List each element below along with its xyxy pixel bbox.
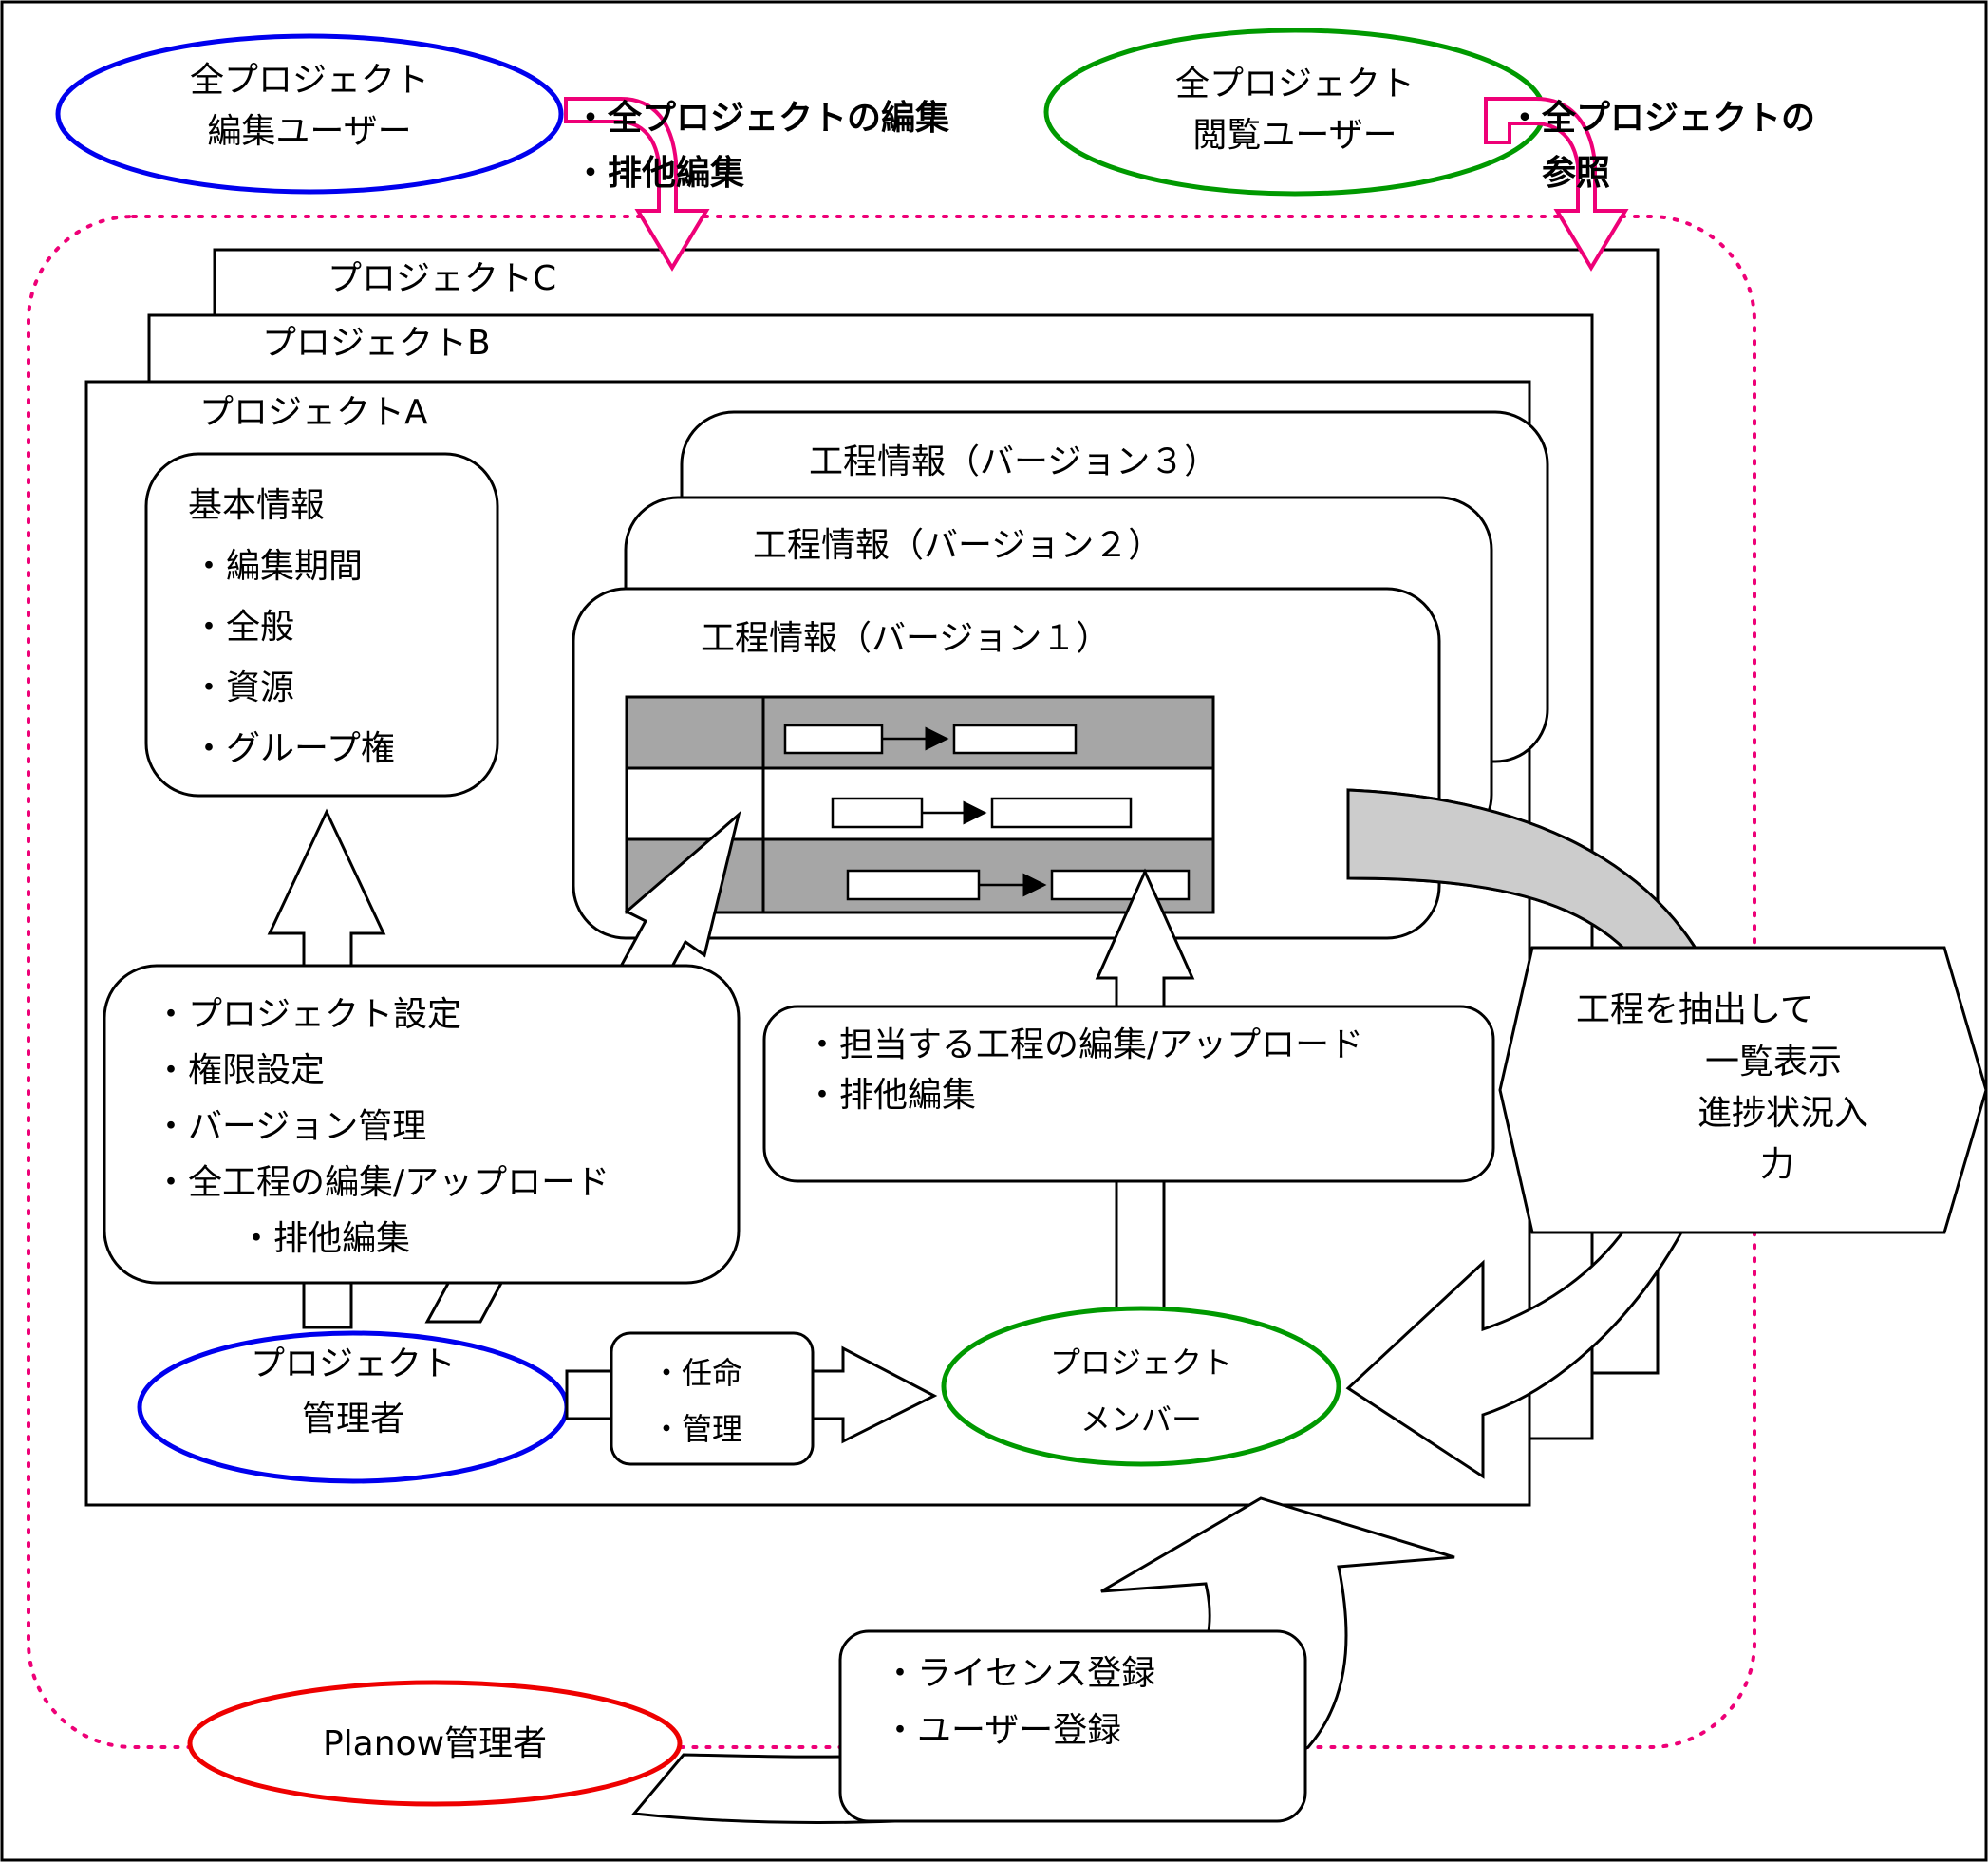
planow-admin-label: Planow管理者 <box>323 1724 547 1763</box>
project-b-label: プロジェクトB <box>262 324 491 363</box>
appoint-box <box>610 1331 815 1466</box>
project-member-label: メンバー <box>1080 1401 1202 1438</box>
license-item: ・ユーザー登録 <box>883 1711 1121 1750</box>
admin-tasks-box <box>103 964 741 1285</box>
version-3-label: 工程情報（バージョン３） <box>809 442 1218 481</box>
project-member-label: プロジェクト <box>1050 1345 1232 1381</box>
license-box <box>838 1629 1307 1823</box>
extract-line-1: 工程を抽出して <box>1576 990 1814 1029</box>
all-edit-flow-arrow <box>564 97 710 272</box>
gantt-task-bar <box>783 724 884 755</box>
all-edit-user-label: 全プロジェクト <box>190 61 429 100</box>
all-view-user-label: 全プロジェクト <box>1175 65 1415 103</box>
project-a-label: プロジェクトA <box>199 393 428 432</box>
all-edit-permission: ・排他編集 <box>573 154 744 193</box>
extract-line-4: 力 <box>1760 1145 1794 1184</box>
all-view-permission: 参照 <box>1542 154 1610 193</box>
extract-line-2: 一覧表示 <box>1705 1043 1842 1081</box>
basic-info-item: ・編集期間 <box>192 547 363 586</box>
member-task: ・排他編集 <box>805 1076 976 1115</box>
all-view-user-role <box>1043 28 1547 197</box>
all-view-permission: ・全プロジェクトの <box>1508 98 1815 138</box>
all-edit-user-label: 編集ユーザー <box>207 112 411 151</box>
all-view-user-label: 閲覧ユーザー <box>1192 116 1397 155</box>
gantt-task-bar <box>831 797 924 829</box>
admin-task: ・全工程の編集/アップロード <box>154 1163 610 1202</box>
appoint-item: ・管理 <box>651 1411 742 1447</box>
license-item: ・ライセンス登録 <box>883 1654 1155 1693</box>
project-admin-label: 管理者 <box>302 1400 404 1439</box>
project-c-label: プロジェクトC <box>328 259 556 298</box>
project-member-role <box>941 1306 1341 1467</box>
admin-task: ・排他編集 <box>239 1219 410 1258</box>
gantt-task-bar <box>846 869 981 901</box>
gantt-task-bar <box>1050 869 1191 901</box>
all-edit-user-role <box>55 33 564 195</box>
appoint-item: ・任命 <box>651 1355 742 1391</box>
extract-line-3: 進捗状況入 <box>1697 1094 1868 1133</box>
admin-task: ・プロジェクト設定 <box>154 995 461 1034</box>
project-admin-label: プロジェクト <box>251 1345 456 1383</box>
admin-task: ・権限設定 <box>154 1051 325 1090</box>
basic-info-box <box>144 452 499 798</box>
basic-info-title: 基本情報 <box>188 486 325 525</box>
basic-info-item: ・全般 <box>192 608 294 647</box>
gantt-task-bar <box>952 724 1078 755</box>
extract-list-box <box>1498 946 1988 1234</box>
all-edit-permission: ・全プロジェクトの編集 <box>573 98 949 138</box>
basic-info-item: ・資源 <box>192 668 294 707</box>
member-task: ・担当する工程の編集/アップロード <box>805 1025 1363 1064</box>
member-tasks-box <box>762 1005 1495 1183</box>
version-2-label: 工程情報（バージョン２） <box>753 526 1162 565</box>
all-view-flow-arrow <box>1484 97 1629 272</box>
gantt-task-bar <box>990 797 1133 829</box>
admin-task: ・バージョン管理 <box>154 1107 426 1146</box>
basic-info-item: ・グループ権 <box>192 729 395 768</box>
version-1-label: 工程情報（バージョン１） <box>701 619 1110 658</box>
planow-admin-role <box>187 1680 683 1807</box>
